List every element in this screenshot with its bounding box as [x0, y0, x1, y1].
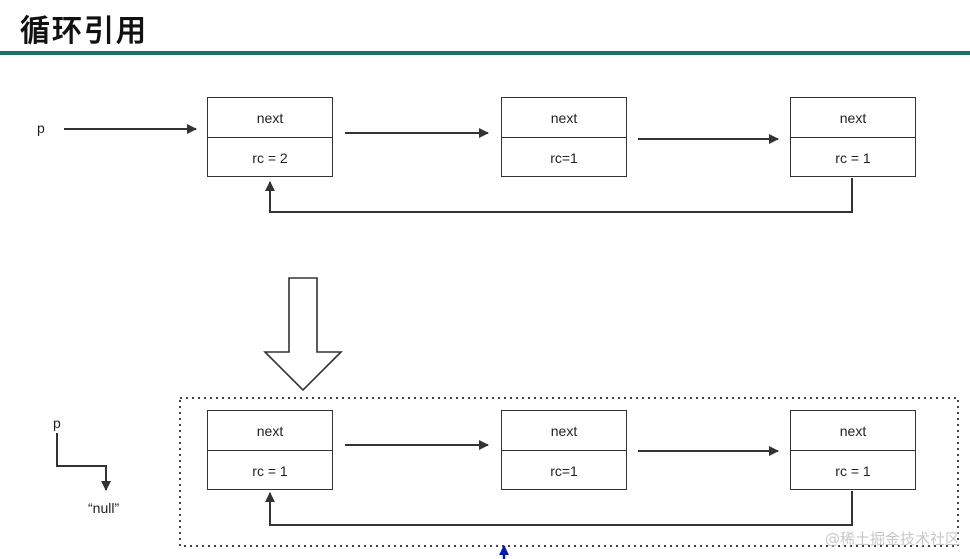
node-next-field: next: [502, 411, 626, 451]
slide-title: 循环引用: [20, 14, 148, 49]
node-next-field: next: [502, 98, 626, 138]
node-refcount: rc = 2: [252, 149, 288, 166]
node-next-field: next: [791, 411, 915, 451]
cycle-back-arrow-bottom: [265, 491, 853, 526]
pointer-label-bottom: p: [53, 415, 61, 431]
watermark: @稀土掘金技术社区: [824, 530, 960, 548]
node-refcount: rc = 1: [252, 462, 288, 479]
p-null-arrow: [56, 433, 111, 491]
node-1-bottom: next rc = 1: [207, 410, 333, 490]
node-2-bottom: next rc=1: [501, 410, 627, 490]
node-refcount: rc=1: [550, 462, 578, 479]
node-next-field: next: [791, 98, 915, 138]
transition-down-arrow: [263, 277, 343, 392]
node-1-top: next rc = 2: [207, 97, 333, 177]
null-label: “null”: [88, 500, 120, 516]
node-refcount: rc = 1: [835, 149, 871, 166]
node-2-top: next rc=1: [501, 97, 627, 177]
cycle-back-arrow: [265, 178, 853, 213]
pointer-label-top: p: [37, 120, 45, 136]
garbage-cycle-box: [179, 397, 959, 547]
node-refcount: rc = 1: [835, 462, 871, 479]
node-3-bottom: next rc = 1: [790, 410, 916, 490]
node-3-top: next rc = 1: [790, 97, 916, 177]
node-next-field: next: [208, 98, 332, 138]
node-next-field: next: [208, 411, 332, 451]
title-rule: [0, 51, 970, 55]
node-refcount: rc=1: [550, 149, 578, 166]
